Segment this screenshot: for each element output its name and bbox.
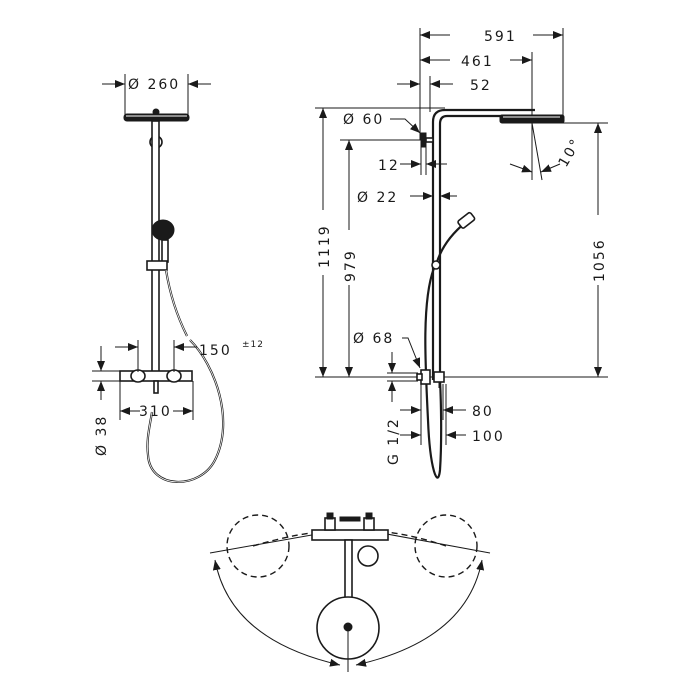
- overhead-arm: [431, 108, 565, 380]
- inlet-diameter-label: Ø 68: [353, 331, 394, 347]
- total-height-label: 1119: [317, 224, 333, 268]
- tilt-angle-label: 10°: [556, 135, 585, 170]
- inlet-depth-100-label: 100: [472, 429, 505, 445]
- dim-riser-diameter: Ø 22: [357, 190, 457, 206]
- wall-bracket: [420, 132, 434, 148]
- wall-offset-tolerance: ±12: [242, 340, 264, 350]
- arm-reach-mid-label: 461: [461, 54, 494, 70]
- thermostat-bar: [119, 369, 193, 394]
- dim-inlet-thread: G 1/2: [386, 352, 418, 465]
- dim-inlet-diameter: Ø 68: [353, 331, 421, 369]
- shower-hose: [146, 269, 225, 483]
- dim-arm-reach-mid: 461: [420, 54, 532, 70]
- overhead-diameter-label: Ø 260: [128, 77, 180, 93]
- dim-overhead-diameter: Ø 260: [102, 74, 211, 115]
- dim-arm-reach-total: 591: [420, 29, 563, 45]
- thermostat-width-label: 310: [139, 404, 172, 420]
- wall-bracket-diameter-label: Ø 60: [343, 112, 384, 128]
- inlet-thread-label: G 1/2: [386, 417, 402, 465]
- arm-reach-total-label: 591: [484, 29, 517, 45]
- bracket-thickness-label: 12: [378, 158, 400, 174]
- front-view: Ø 260: [92, 74, 264, 483]
- head-height-label: 1056: [592, 238, 608, 282]
- dim-bracket-height: 979: [343, 140, 359, 377]
- bracket-height-label: 979: [343, 249, 359, 282]
- dim-head-height: 1056: [592, 123, 608, 377]
- dim-total-height: 1119: [317, 108, 333, 377]
- wall-offset-label: 150: [199, 343, 232, 359]
- top-view: [209, 512, 491, 672]
- dim-wall-bracket-diameter: Ø 60: [343, 112, 421, 134]
- dim-wall-offset: 150 ±12: [115, 340, 264, 372]
- thermostat-top: [311, 512, 389, 541]
- side-view: 591 461 52 Ø 60: [315, 28, 608, 479]
- dim-inlet-depth: 80 100: [400, 384, 505, 445]
- dim-tilt-angle: 10°: [509, 122, 585, 181]
- hand-shower-side: [424, 211, 476, 479]
- pipe-diameter-label: Ø 38: [94, 415, 110, 456]
- riser-pipe: [151, 120, 160, 377]
- inlet-fitting: [416, 369, 445, 388]
- dim-bracket-thickness: 12: [378, 140, 447, 175]
- riser-diameter-label: Ø 22: [357, 190, 398, 206]
- hand-shower: [146, 219, 175, 271]
- inlet-depth-80-label: 80: [472, 404, 494, 420]
- dim-thermostat-width: 310: [119, 381, 194, 420]
- wall-to-riser-label: 52: [470, 78, 492, 94]
- dim-wall-to-riser: 52: [397, 78, 492, 94]
- dim-pipe-diameter: Ø 38: [92, 346, 121, 456]
